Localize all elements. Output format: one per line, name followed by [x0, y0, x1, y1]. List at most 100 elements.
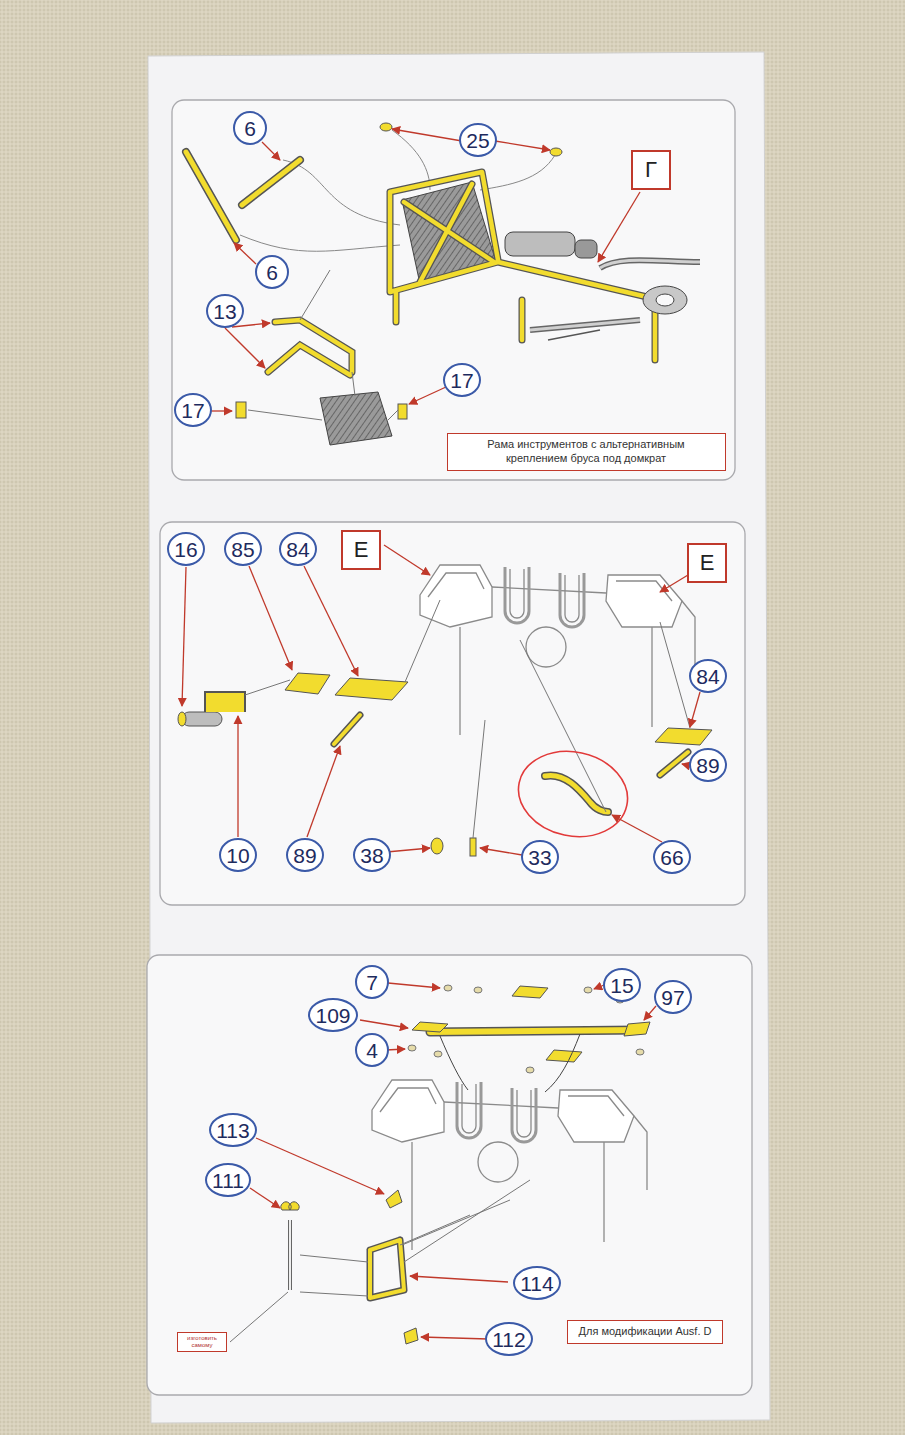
note-box: Для модификации Ausf. D [567, 1320, 723, 1344]
node-text: 85 [231, 539, 254, 560]
drawing-polygon [320, 392, 392, 445]
drawing-line [360, 1020, 408, 1028]
callout-number: 13 [206, 294, 244, 328]
leader-arrow [182, 545, 700, 855]
drawing-polygon [335, 678, 408, 700]
assembly-letter-box: Г [631, 150, 671, 190]
drawing-line [392, 129, 462, 141]
node-text: 113 [216, 1120, 249, 1141]
node-text: 17 [181, 400, 204, 421]
callout-number: 114 [513, 1266, 561, 1300]
drawing-use [420, 565, 695, 735]
panel-frame [160, 522, 745, 905]
drawing-line [495, 141, 550, 150]
drawing-path [660, 752, 688, 775]
leader-arrow [250, 983, 656, 1339]
node-text: 6 [266, 262, 278, 283]
callout-number: 33 [521, 840, 559, 874]
node-text: 89 [696, 755, 719, 776]
drawing-path [275, 320, 352, 372]
callout-number: 89 [286, 838, 324, 872]
drawing-line [237, 716, 238, 837]
drawing-path [545, 775, 608, 812]
drawing-path [334, 715, 360, 744]
drawing-ellipse [474, 987, 482, 993]
drawing-line [262, 142, 280, 160]
drawing-path [248, 270, 398, 420]
drawing-ellipse [550, 148, 562, 156]
drawing-line [186, 152, 236, 240]
node-text: 16 [174, 539, 197, 560]
callout-number: 7 [355, 965, 389, 999]
node-text: Рама инструментов с альтернативным крепл… [456, 438, 717, 466]
drawing-line [388, 983, 440, 988]
drawing-g [390, 172, 660, 360]
drawing-path [283, 160, 400, 225]
node-text: 109 [315, 1005, 350, 1026]
drawing-line [598, 192, 640, 262]
drawing-path [275, 320, 352, 372]
callout-number: 84 [689, 659, 727, 693]
drawing-g [268, 320, 352, 375]
drawing-line [256, 1138, 384, 1194]
drawing-path [289, 1220, 291, 1290]
panel-frame [147, 955, 752, 1395]
drawing-ellipse [434, 1051, 442, 1057]
callout-number: 84 [279, 532, 317, 566]
callout-number: 38 [353, 838, 391, 872]
drawing-path [430, 1030, 640, 1032]
callout-number: 113 [209, 1113, 257, 1147]
drawing-line [242, 160, 300, 205]
node-text: 97 [661, 987, 684, 1008]
node-text: 38 [360, 845, 383, 866]
callout-number: 15 [603, 968, 641, 1002]
node-text: 17 [450, 370, 473, 391]
drawing-line [480, 848, 522, 855]
drawing-path [548, 330, 600, 340]
drawing-use [372, 1080, 647, 1250]
drawing-line [690, 692, 700, 727]
drawing-path [205, 692, 245, 712]
drawing-ellipse [526, 1067, 534, 1073]
node-text: 10 [226, 845, 249, 866]
drawing-path [268, 345, 350, 375]
drawing-ellipse [656, 294, 674, 306]
callout-number: 16 [167, 532, 205, 566]
node-text: Е [700, 552, 715, 574]
drawing-g [408, 985, 644, 1073]
drawing-path [600, 260, 700, 268]
drawing-path [370, 1240, 404, 1298]
drawing-line [304, 566, 358, 676]
callout-number: 109 [308, 998, 358, 1032]
drawing-path [230, 1180, 530, 1342]
node-text: 111 [212, 1170, 244, 1191]
node-text: 112 [492, 1329, 525, 1350]
drawing-ellipse [636, 1049, 644, 1055]
drawing-ellipse [584, 987, 592, 993]
node-text: изготовить самому [181, 1335, 223, 1349]
node-text: 6 [244, 118, 256, 139]
node-text: 25 [466, 130, 489, 151]
node-text: 114 [520, 1273, 553, 1294]
note-box: Рама инструментов с альтернативным крепл… [447, 433, 726, 471]
drawing-line [307, 746, 340, 837]
assembly-letter-box: Е [341, 530, 381, 570]
drawing-polygon [624, 1022, 650, 1036]
node-text: Е [354, 539, 369, 561]
drawing-path [390, 172, 660, 360]
drawing-ellipse [178, 712, 186, 726]
drawing-line [242, 160, 300, 205]
drawing-line [644, 1006, 656, 1020]
drawing-line [660, 575, 688, 592]
assembly-letter-box: Е [687, 543, 727, 583]
callout-number: 89 [689, 748, 727, 782]
callout-number: 97 [654, 980, 692, 1014]
drawing-path [530, 320, 640, 330]
node-text: 13 [213, 301, 236, 322]
drawing-line [234, 243, 256, 264]
drawing-rect [575, 240, 597, 258]
